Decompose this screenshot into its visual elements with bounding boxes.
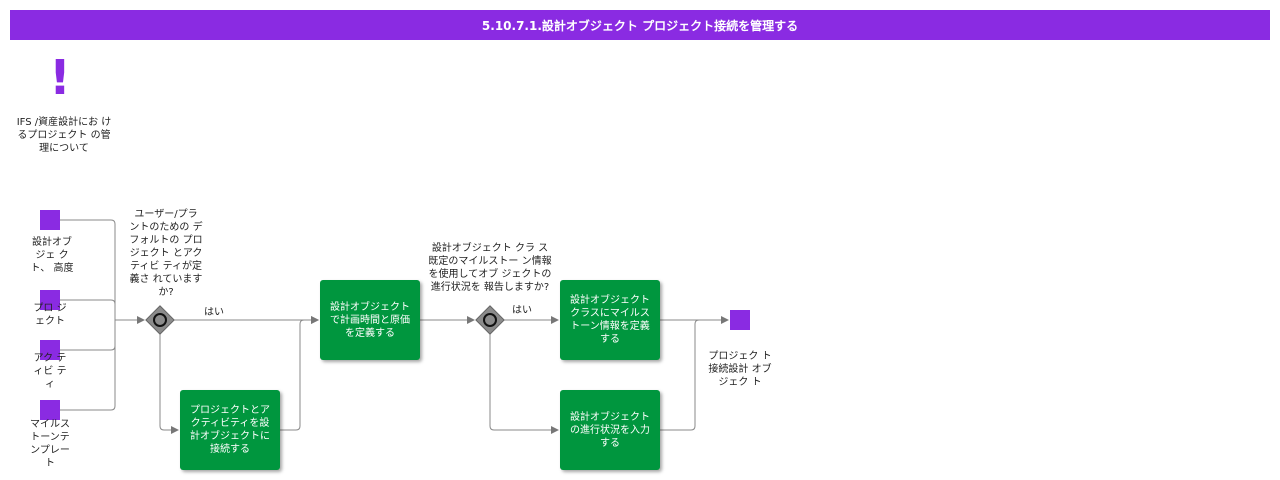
exclamation-icon: ! — [49, 50, 71, 106]
edge-g1-no — [159, 334, 179, 434]
edge-input-1 — [60, 219, 116, 320]
input-milestone-template-label: マイルス トーンテ ンプレー ト — [30, 419, 70, 469]
output-square — [730, 310, 750, 330]
input-design-object-label: 設計オブ ジェ クト、 高度 — [30, 237, 74, 274]
input-activity-square — [40, 340, 60, 360]
task-define-milestone-info[interactable]: 設計オブジェクト クラスにマイルス トーン情報を定義 する — [560, 280, 660, 360]
gateway-2-question: 設計オブジェクト クラ ス既定のマイルストー ン情報を使用してオブ ジェクトの進… — [428, 243, 552, 293]
input-milestone-template-square — [40, 400, 60, 420]
output-label: プロジェク ト接続設計 オブジェク ト — [708, 351, 772, 388]
page-title: 5.10.7.1.設計オブジェクト プロジェクト接続を管理する — [10, 10, 1270, 40]
input-design-object-square — [40, 210, 60, 230]
input-project-square — [40, 290, 60, 310]
edge-progress-to-out — [660, 319, 700, 431]
input-project-label: プロ ジェクト — [33, 303, 67, 327]
edge-g2-no — [489, 334, 559, 434]
gateway-1-question: ユーザー/プラ ントのための デフォルトの プロジェクト とアクティビ ティが定… — [129, 209, 203, 298]
edge-input-4 — [60, 320, 116, 411]
gateway-1 — [145, 305, 175, 335]
edge-input-2 — [60, 299, 116, 320]
task-enter-progress[interactable]: 設計オブジェクト の進行状況を入力 する — [560, 390, 660, 470]
task-define-planned-time-cost[interactable]: 設計オブジェクト で計画時間と原価 を定義する — [320, 280, 420, 360]
gateway-1-yes-label: はい — [204, 307, 224, 318]
edge-connect-to-define — [280, 316, 319, 431]
gateway-2 — [475, 305, 505, 335]
info-label: IFS /資産設計にお けるプロジェクト の管理について — [16, 117, 112, 154]
task-connect-project-activity[interactable]: プロジェクトとア クティビティを設 計オブジェクトに 接続する — [180, 390, 280, 470]
input-activity-label: アク ティビ ティ — [33, 353, 67, 390]
gateway-2-yes-label: はい — [512, 305, 532, 316]
